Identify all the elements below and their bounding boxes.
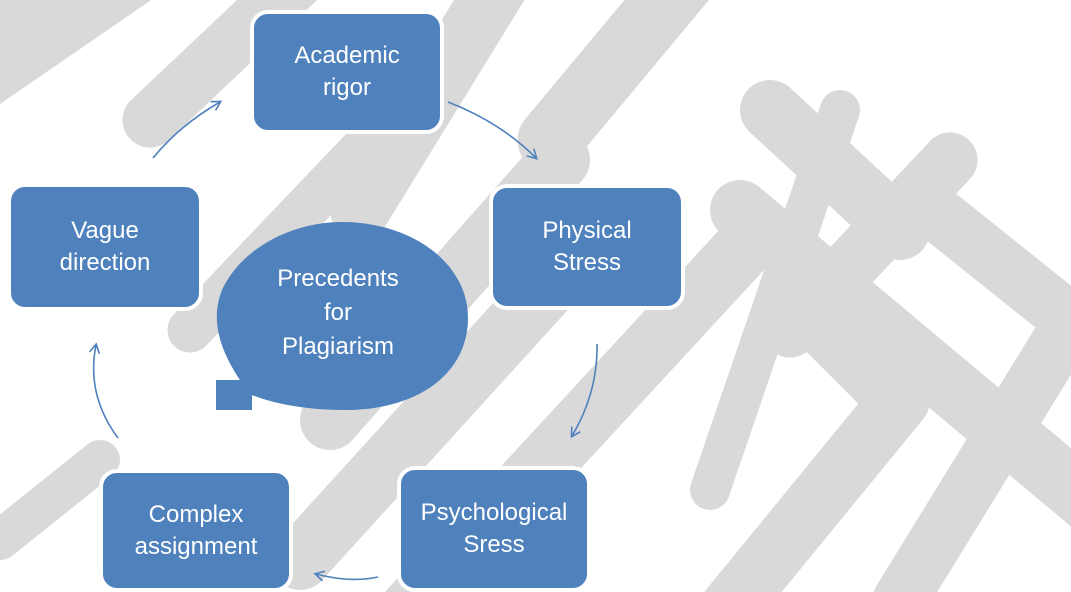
node-physical-stress: Physical Stress xyxy=(489,184,685,310)
watermark-stroke xyxy=(873,312,1071,592)
arrow-psychological-to-complex xyxy=(313,570,379,582)
node-line: Academic xyxy=(294,42,400,69)
center-bubble xyxy=(216,222,468,410)
arrow-academic-to-physical xyxy=(447,101,538,160)
arrow-complex-to-vague xyxy=(88,342,119,439)
watermark-stroke xyxy=(0,440,120,560)
node-line: Sress xyxy=(463,531,525,558)
center-label: Precedents for Plagiarism xyxy=(238,262,438,364)
watermark-stroke xyxy=(122,0,318,148)
cycle-arrows xyxy=(88,100,598,582)
node-line: Physical xyxy=(542,217,632,244)
node-academic-rigor: Academic rigor xyxy=(250,10,444,134)
node-psychological-stress: Psychological Sress xyxy=(397,466,591,592)
watermark-stroke xyxy=(795,305,915,425)
watermark-stroke xyxy=(0,0,152,104)
arrow-vague-to-academic xyxy=(152,100,223,159)
center-line: Precedents xyxy=(277,265,399,292)
node-line: Psychological xyxy=(420,499,568,526)
center-line: Plagiarism xyxy=(281,333,395,360)
node-line: direction xyxy=(59,249,151,276)
node-line: Vague xyxy=(71,217,139,244)
node-line: Complex xyxy=(148,500,244,528)
arrow-physical-to-psychological xyxy=(570,343,598,439)
center-line: for xyxy=(323,299,352,326)
node-vague-direction: Vague direction xyxy=(7,183,203,311)
node-line: assignment xyxy=(134,532,258,560)
node-line: Stress xyxy=(552,249,621,276)
node-line: rigor xyxy=(322,74,371,101)
watermark-stroke xyxy=(892,172,1071,348)
watermark-stroke xyxy=(704,370,930,592)
watermark-stroke xyxy=(690,90,860,510)
node-complex-assignment: Complex assignment xyxy=(99,469,293,592)
watermark-stroke xyxy=(517,0,709,173)
